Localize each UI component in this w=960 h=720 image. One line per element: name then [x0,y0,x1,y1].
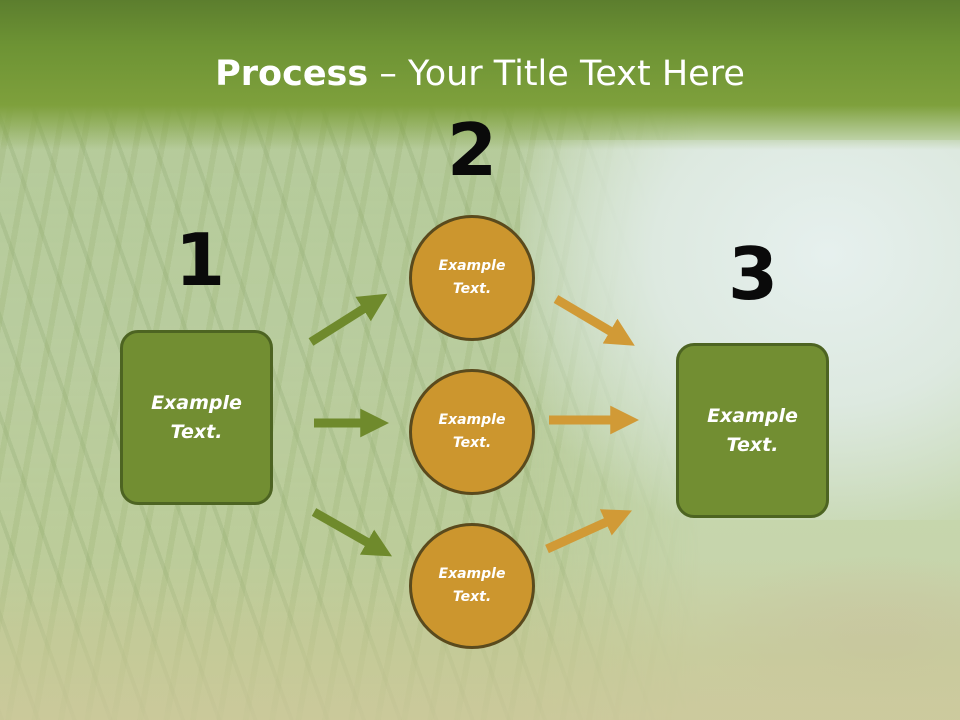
step-3-text: Example Text. [707,404,798,456]
step-number-1: 1 [174,218,226,302]
step-2-circle-3: Example Text. [409,523,535,649]
step-number-2: 2 [446,108,498,192]
arrow-from-circle-3 [545,509,632,554]
title-banner [0,0,960,150]
circle-2-text: Example Text. [438,412,506,451]
step-1-box: Example Text. [120,330,273,505]
step-1-text: Example Text. [151,391,242,443]
step-2-circle-2: Example Text. [409,369,535,495]
title-bold: Process [215,54,369,94]
step-number-3: 3 [727,232,779,316]
circle-3-text: Example Text. [438,566,506,605]
arrow-to-circle-1 [308,293,388,346]
arrow-to-circle-3 [311,508,393,557]
arrow-from-circle-1 [553,295,635,346]
title-rest: – Your Title Text Here [368,54,745,94]
step-2-circle-1: Example Text. [409,215,535,341]
circle-1-text: Example Text. [438,258,506,297]
step-3-box: Example Text. [676,343,829,518]
slide-title: Process – Your Title Text Here [0,52,960,96]
